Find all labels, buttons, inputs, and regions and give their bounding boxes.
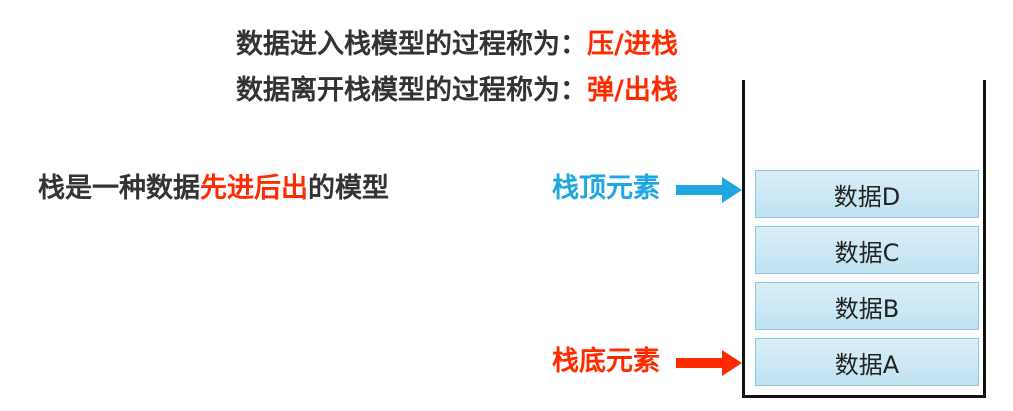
lifo-definition: 栈是一种数据先进后出的模型 [38, 172, 389, 206]
pop-term: 弹/出栈 [587, 75, 678, 106]
stack-item-b: 数据B [755, 282, 979, 330]
push-term: 压/进栈 [587, 29, 678, 60]
stack-bottom-arrow-icon [676, 350, 742, 376]
push-definition-text: 数据进入栈模型的过程称为： [236, 29, 587, 60]
stack-top-arrow-icon [676, 177, 742, 203]
lifo-term: 先进后出 [200, 173, 308, 204]
stack-container [742, 80, 986, 398]
stack-bottom-label: 栈底元素 [552, 346, 660, 377]
stack-item-c: 数据C [755, 226, 979, 274]
stack-top-label: 栈顶元素 [552, 173, 660, 204]
lifo-suffix: 的模型 [308, 173, 389, 204]
lifo-prefix: 栈是一种数据 [38, 173, 200, 204]
push-definition: 数据进入栈模型的过程称为：压/进栈 [236, 28, 678, 62]
pop-definition-text: 数据离开栈模型的过程称为： [236, 75, 587, 106]
stack-item-d: 数据D [755, 170, 979, 218]
stack-item-a: 数据A [755, 338, 979, 386]
pop-definition: 数据离开栈模型的过程称为：弹/出栈 [236, 74, 678, 108]
